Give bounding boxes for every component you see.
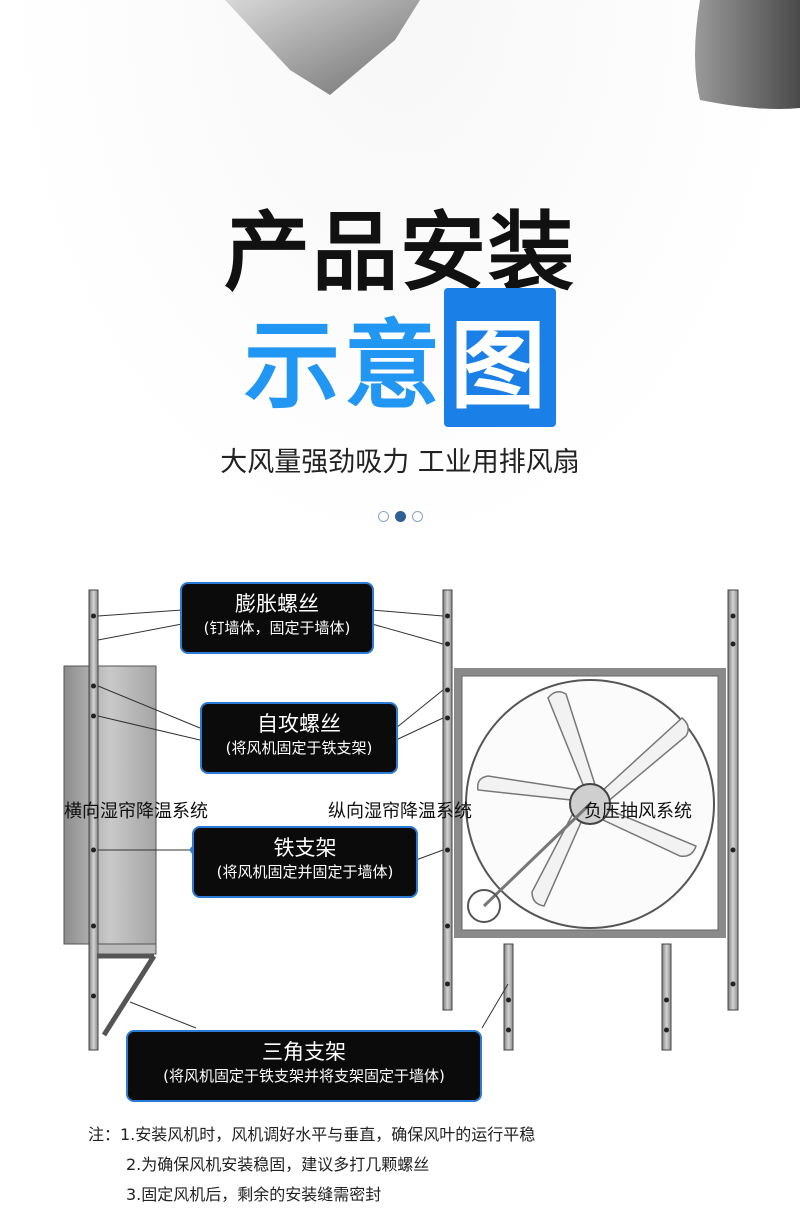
leg-holes — [506, 997, 669, 1033]
screw-hole — [730, 847, 736, 853]
left-post-holes — [91, 613, 96, 999]
fan-blades — [476, 691, 697, 907]
photo-fragment-center — [225, 0, 420, 95]
photo-fragment-right — [695, 0, 800, 109]
screw-hole — [91, 993, 96, 999]
installation-notes: 注：1.安装风机时，风机调好水平与垂直，确保风叶的运行平稳 2.为确保风机安装稳… — [88, 1120, 535, 1210]
screw-hole — [445, 715, 450, 721]
screw-hole — [664, 997, 669, 1003]
hero-background — [0, 0, 800, 560]
middle-post-holes — [445, 613, 450, 987]
callout-title: 三角支架 — [262, 1040, 346, 1064]
screw-hole — [91, 613, 96, 619]
screw-hole — [730, 641, 736, 647]
subtitle-boxed-char: 图 — [444, 288, 556, 427]
screw-hole — [730, 613, 736, 619]
fan-shaft — [482, 802, 592, 908]
carousel-indicators — [0, 506, 800, 525]
callout-self-tapping-screw: 自攻螺丝 (将风机固定于铁支架) — [200, 702, 398, 774]
screw-hole — [91, 713, 96, 719]
fan-leg-left — [503, 943, 514, 1051]
screw-hole — [445, 847, 450, 853]
carousel-dot-active[interactable] — [394, 511, 406, 522]
middle-wall-post — [442, 589, 453, 1011]
screw-hole — [445, 687, 450, 693]
triangle-bracket — [97, 953, 157, 1037]
label-negative-pressure-system: 负压抽风系统 — [584, 801, 692, 822]
screw-hole — [445, 641, 450, 647]
fan-leg-right — [661, 943, 672, 1051]
callout-subtitle: (钉墙体，固定于墙体) — [203, 619, 351, 637]
note-line: 3.固定风机后，剩余的安装缝需密封 — [126, 1185, 382, 1204]
screw-hole — [91, 923, 96, 929]
note-line: 注：1.安装风机时，风机调好水平与垂直，确保风叶的运行平稳 — [88, 1125, 536, 1144]
left-wall-post — [88, 589, 99, 1051]
note-line: 2.为确保风机安装稳固，建议多打几颗螺丝 — [126, 1155, 430, 1174]
screw-hole — [445, 613, 450, 619]
callout-subtitle: (将风机固定并固定于墙体) — [216, 863, 394, 881]
bracket-plate — [97, 943, 157, 955]
callout-iron-bracket: 铁支架 (将风机固定并固定于墙体) — [192, 826, 418, 898]
screw-hole — [445, 923, 450, 929]
screw-hole — [91, 683, 96, 689]
callout-title: 膨胀螺丝 — [235, 592, 319, 616]
screw-hole — [730, 981, 736, 987]
leader-lines — [97, 609, 509, 1029]
screw-hole — [445, 981, 450, 987]
hero-photo-fragment — [225, 0, 800, 109]
screw-hole — [506, 1027, 511, 1033]
right-wall-post — [727, 589, 739, 1011]
fan-motor-pulley — [467, 889, 501, 923]
right-post-holes — [730, 613, 736, 987]
tagline: 大风量强劲吸力 工业用排风扇 — [220, 447, 580, 478]
page-subtitle: 示意图 — [0, 288, 800, 427]
callout-expansion-screw: 膨胀螺丝 (钉墙体，固定于墙体) — [180, 582, 374, 654]
callout-subtitle: (将风机固定于铁支架并将支架固定于墙体) — [163, 1067, 445, 1085]
label-horizontal-cooling-system: 横向湿帘降温系统 — [64, 801, 208, 822]
screw-hole — [91, 847, 96, 853]
carousel-dot[interactable] — [377, 511, 389, 522]
installation-diagram — [63, 589, 739, 1051]
screw-hole — [664, 1027, 669, 1033]
subtitle-text: 示意 — [244, 310, 444, 422]
page-title: 产品安装 — [224, 203, 576, 303]
callout-title: 铁支架 — [273, 836, 337, 860]
callout-title: 自攻螺丝 — [257, 712, 341, 736]
callout-subtitle: (将风机固定于铁支架) — [225, 739, 373, 757]
label-vertical-cooling-system: 纵向湿帘降温系统 — [328, 801, 472, 822]
carousel-dot[interactable] — [411, 511, 423, 522]
screw-hole — [506, 997, 511, 1003]
callout-triangle-bracket: 三角支架 (将风机固定于铁支架并将支架固定于墙体) — [126, 1030, 482, 1102]
